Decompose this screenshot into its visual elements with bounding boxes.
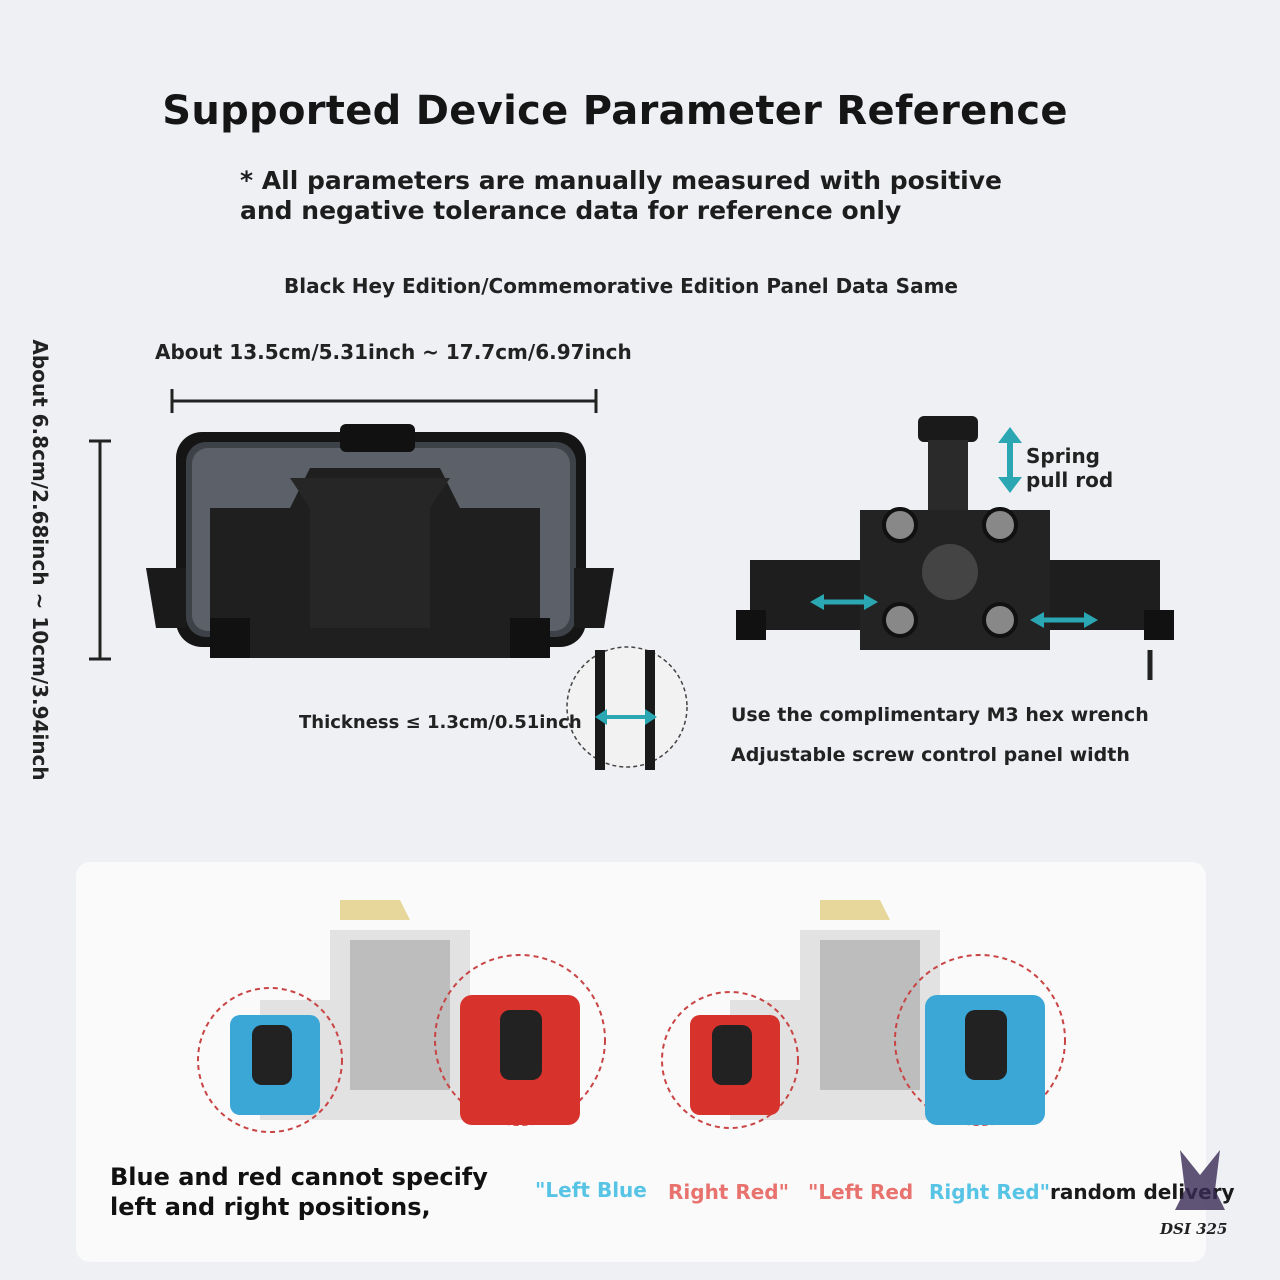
left-red-label: "Left Red <box>808 1180 914 1204</box>
hex-wrench-label: Use the complimentary M3 hex wrench <box>731 704 1149 726</box>
spring-arrow-icon <box>998 427 1022 493</box>
width-dimension-line <box>170 389 598 413</box>
signature-text: DSI 325 <box>1160 1220 1228 1238</box>
variant-left-blue-right-red-image <box>197 900 606 1133</box>
spring-label-line2: pull rod <box>1026 468 1114 492</box>
spring-pull-rod-label: Spring pull rod <box>1026 444 1113 492</box>
page-title: Supported Device Parameter Reference <box>162 88 1068 134</box>
spring-label-line1: Spring <box>1026 444 1100 468</box>
edition-note: Black Hey Edition/Commemorative Edition … <box>284 274 958 298</box>
thickness-detail-image <box>566 646 688 770</box>
thickness-label: Thickness ≤ 1.3cm/0.51inch <box>299 712 582 733</box>
right-red-label-2: Right Red" <box>929 1180 1051 1204</box>
height-dimension-label: About 6.8cm/2.68inch ~ 10cm/3.94inch <box>28 339 52 781</box>
signature-logo-icon <box>1175 1150 1225 1210</box>
color-caption: Blue and red cannot specify left and rig… <box>110 1163 488 1221</box>
tolerance-note: * All parameters are manually measured w… <box>240 166 1002 225</box>
variant-left-red-right-blue-image <box>661 900 1066 1129</box>
screw-width-label: Adjustable screw control panel width <box>731 744 1130 766</box>
mount-back-image <box>736 416 1174 680</box>
right-red-label: Right Red" <box>668 1180 790 1204</box>
width-dimension-label: About 13.5cm/5.31inch ~ 17.7cm/6.97inch <box>155 340 632 364</box>
left-blue-label: "Left Blue <box>535 1178 647 1202</box>
phone-holder-front-image <box>146 424 614 658</box>
height-dimension-line <box>89 439 111 661</box>
